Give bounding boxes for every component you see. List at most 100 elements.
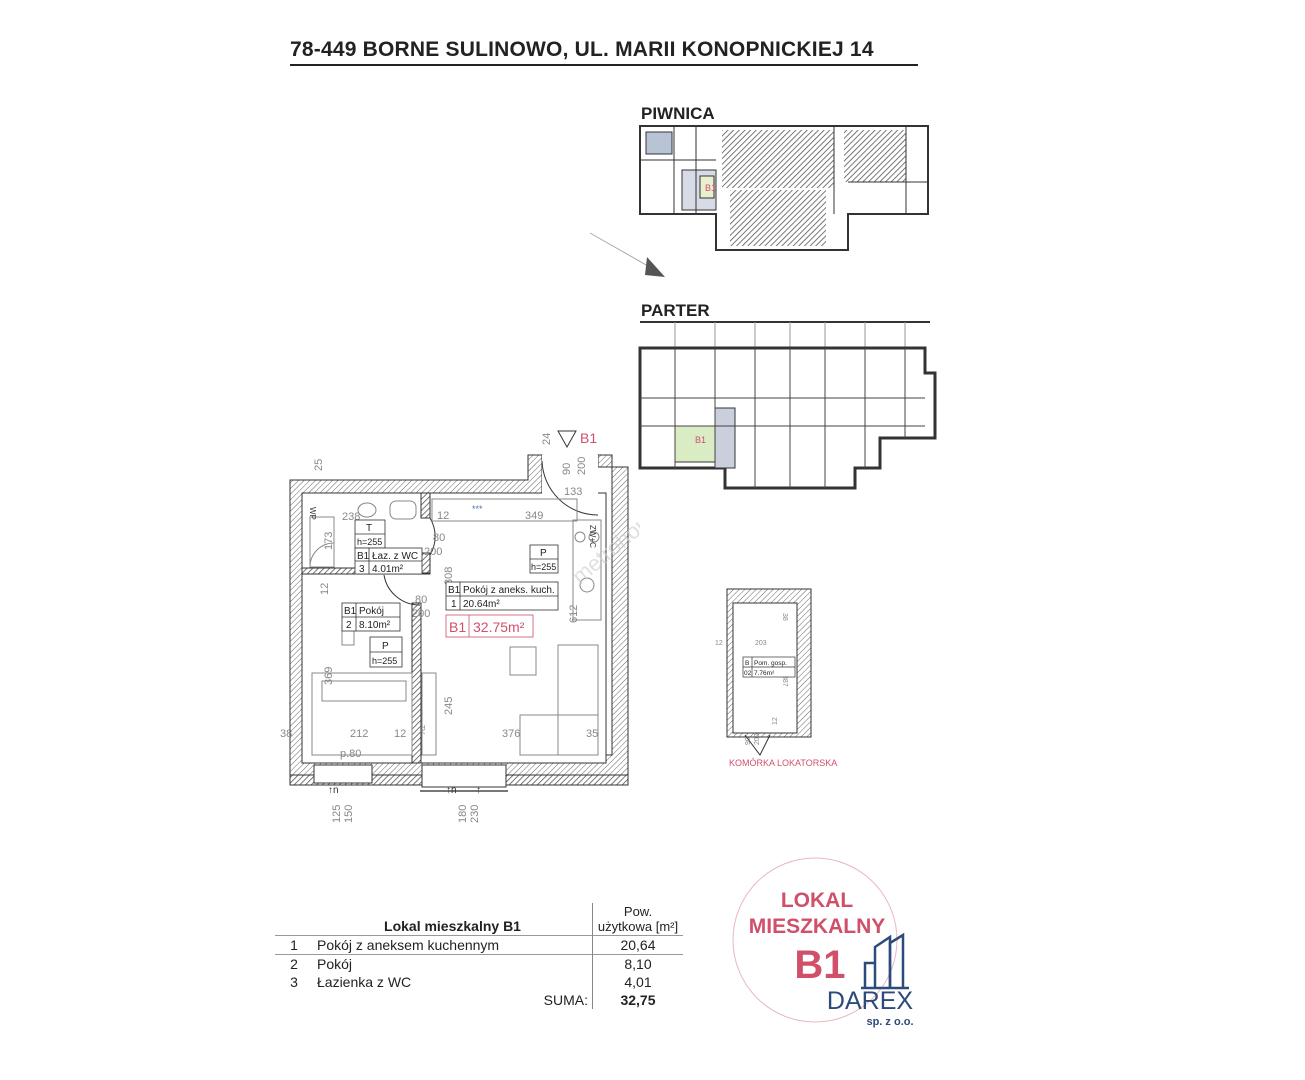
tv-label: TV [418,725,425,734]
dim: 38 [781,613,788,621]
svg-text:P: P [382,641,389,652]
svg-text:↑n: ↑n [446,785,457,796]
ground-floor-plan: B1 [638,321,937,490]
svg-text:7.76m²: 7.76m² [754,670,775,677]
table-header: Lokal mieszkalny B1 [384,918,521,934]
dim: 308 [443,567,455,585]
basement-label: PIWNICA [641,104,715,123]
storage-caption: KOMÓRKA LOKATORSKA [729,758,837,768]
apartment-floor-plan: *** 25 24 90 200 133 2 38 12 349 173 80 2… [280,430,640,823]
entry-marker: B1 [580,430,597,446]
building-logo-icon [861,932,909,990]
svg-text:32.75m²: 32.75m² [473,619,525,635]
svg-text:02: 02 [744,670,752,677]
logo-name: DAREX [827,987,913,1015]
svg-text:↑: ↑ [476,785,481,796]
dim: 35 [586,728,598,740]
svg-text:B1: B1 [449,619,466,635]
dim: 200 [576,457,588,475]
svg-text:20.64m²: 20.64m² [463,599,500,610]
window-mark: n [451,785,457,796]
dim: 200 [424,546,442,558]
basement-plan: B1 [639,125,929,251]
svg-text:h=255: h=255 [357,537,382,547]
dim: 376 [502,728,520,740]
logo-sub: sp. z o.o. [866,1016,913,1028]
dim: 173 [323,532,335,550]
entry-triangle-icon [557,430,577,449]
dim: 125 [331,805,343,823]
dim: 90 [745,737,752,745]
north-arrow-icon [589,232,665,277]
dim: 12 [437,510,449,522]
svg-text:B1: B1 [357,551,370,562]
dim: p.80 [340,748,361,760]
dim: 200 [412,608,430,620]
dim: 203 [755,640,767,647]
svg-text:B1: B1 [344,606,357,617]
svg-text:h=255: h=255 [372,656,397,666]
svg-text:1: 1 [451,599,457,610]
window-mark: n [333,785,339,796]
svg-text:2: 2 [346,620,352,631]
svg-text:8.10m²: 8.10m² [359,620,391,631]
basement-unit-marker: B1 [705,183,716,193]
dim: 150 [343,805,355,823]
total-area-label: B1 32.75m² [445,614,534,638]
svg-text:P: P [540,548,547,559]
svg-text:3: 3 [359,564,365,575]
dim: 12 [715,640,723,647]
dim: 133 [564,486,582,498]
dim: 24 [541,433,553,445]
dim: 90 [561,463,573,475]
svg-text:Pokój: Pokój [359,606,384,617]
svg-text:B: B [745,660,749,667]
dim: 245 [443,697,455,715]
stamp-line-2: MIESZKALNY [749,915,886,938]
dim: 38 [280,728,292,740]
dim: 349 [525,510,543,522]
svg-text:Pom. gosp.: Pom. gosp. [754,660,787,667]
dim: 12 [394,728,406,740]
svg-text:4.01m²: 4.01m² [372,564,404,575]
page-title: 78-449 BORNE SULINOWO, UL. MARII KONOPNI… [290,38,918,66]
dim: 387 [781,675,788,687]
stamp-line-1: LOKAL [781,889,853,912]
dim: 200 [754,733,761,745]
dim: 80 [433,532,445,544]
ground-floor-unit-marker: B1 [695,435,706,445]
dim: 369 [323,667,335,685]
svg-text:B1: B1 [448,585,461,596]
dim: 12 [772,717,779,725]
svg-text:T: T [366,523,372,534]
col-header-2: użytkowa [m²] [597,919,679,934]
dim: 212 [350,728,368,740]
svg-text:h=255: h=255 [531,562,556,572]
dim: 80 [415,594,427,606]
stamp-unit: B1 [794,943,845,987]
dim: 25 [313,459,325,471]
unit-stamp: LOKAL MIESZKALNY B1 DAREX sp. z o.o. [732,857,914,1028]
dim: 612 [568,605,580,623]
dim: 12 [319,583,331,595]
dim: 230 [469,805,481,823]
svg-text:↑n: ↑n [328,785,339,796]
dim: ZW+C [588,525,597,548]
dim: 180 [457,805,469,823]
hob-mark: *** [472,504,483,514]
svg-text:Łaz. z WC: Łaz. z WC [372,551,418,562]
ground-floor-label: PARTER [641,301,710,320]
col-header-1: Pow. [623,904,653,919]
dim: WP [308,507,317,520]
table-sum-row: SUMA:32,75 [275,991,683,1009]
svg-text:Pokój z aneks. kuch.: Pokój z aneks. kuch. [463,585,555,596]
